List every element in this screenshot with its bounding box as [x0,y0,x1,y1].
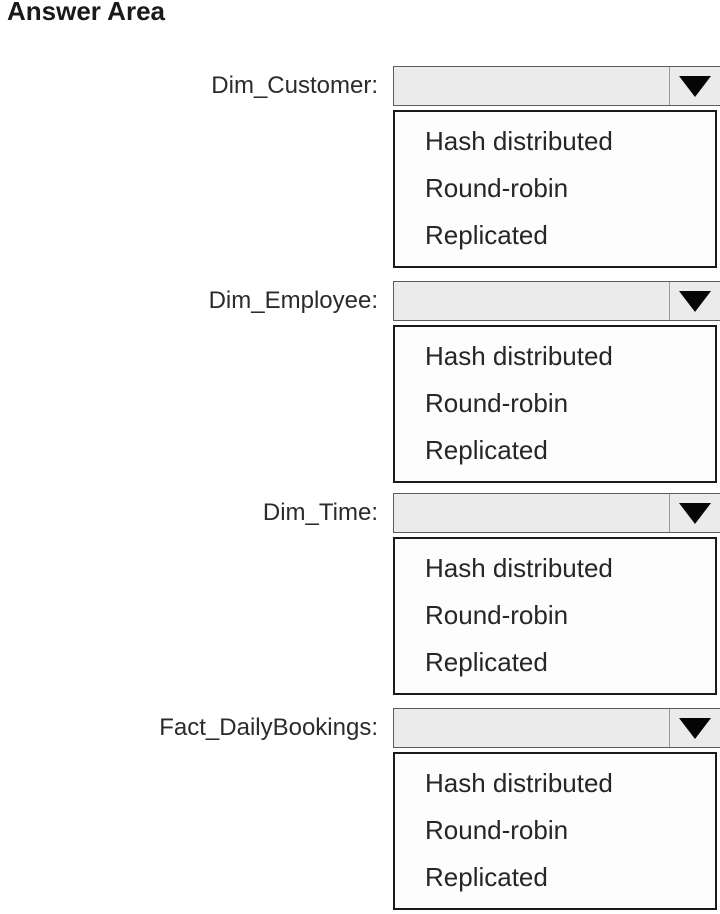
dropdown-arrow-button[interactable] [669,282,720,320]
option-replicated[interactable]: Replicated [425,862,548,892]
dropdown-arrow-button[interactable] [669,494,720,532]
page-title: Answer Area [7,0,165,26]
option-replicated[interactable]: Replicated [425,647,548,677]
options-list: Hash distributed Round-robin Replicated [393,537,717,695]
select-value [402,494,664,532]
option-hash-distributed[interactable]: Hash distributed [425,126,613,156]
option-hash-distributed[interactable]: Hash distributed [425,768,613,798]
dropdown-arrow-button[interactable] [669,709,720,747]
options-list: Hash distributed Round-robin Replicated [393,752,717,910]
option-round-robin[interactable]: Round-robin [425,388,569,418]
option-round-robin[interactable]: Round-robin [425,173,569,203]
select-dim-employee[interactable] [393,281,720,321]
field-label-dim-customer: Dim_Customer: [211,72,378,99]
option-hash-distributed[interactable]: Hash distributed [425,553,613,583]
select-value [402,67,664,105]
caret-down-icon [679,290,711,312]
option-round-robin[interactable]: Round-robin [425,600,569,630]
option-hash-distributed[interactable]: Hash distributed [425,341,613,371]
field-label-dim-time: Dim_Time: [262,499,378,526]
option-replicated[interactable]: Replicated [425,435,548,465]
options-list: Hash distributed Round-robin Replicated [393,325,717,483]
caret-down-icon [679,75,711,97]
field-label-fact-dailybookings: Fact_DailyBookings: [159,714,378,741]
select-fact-dailybookings[interactable] [393,708,720,748]
options-list: Hash distributed Round-robin Replicated [393,110,717,268]
dropdown-arrow-button[interactable] [669,67,720,105]
field-label-dim-employee: Dim_Employee: [208,287,378,314]
caret-down-icon [679,502,711,524]
select-dim-customer[interactable] [393,66,720,106]
option-round-robin[interactable]: Round-robin [425,815,569,845]
option-replicated[interactable]: Replicated [425,220,548,250]
select-dim-time[interactable] [393,493,720,533]
caret-down-icon [679,717,711,739]
select-value [402,282,664,320]
select-value [402,709,664,747]
